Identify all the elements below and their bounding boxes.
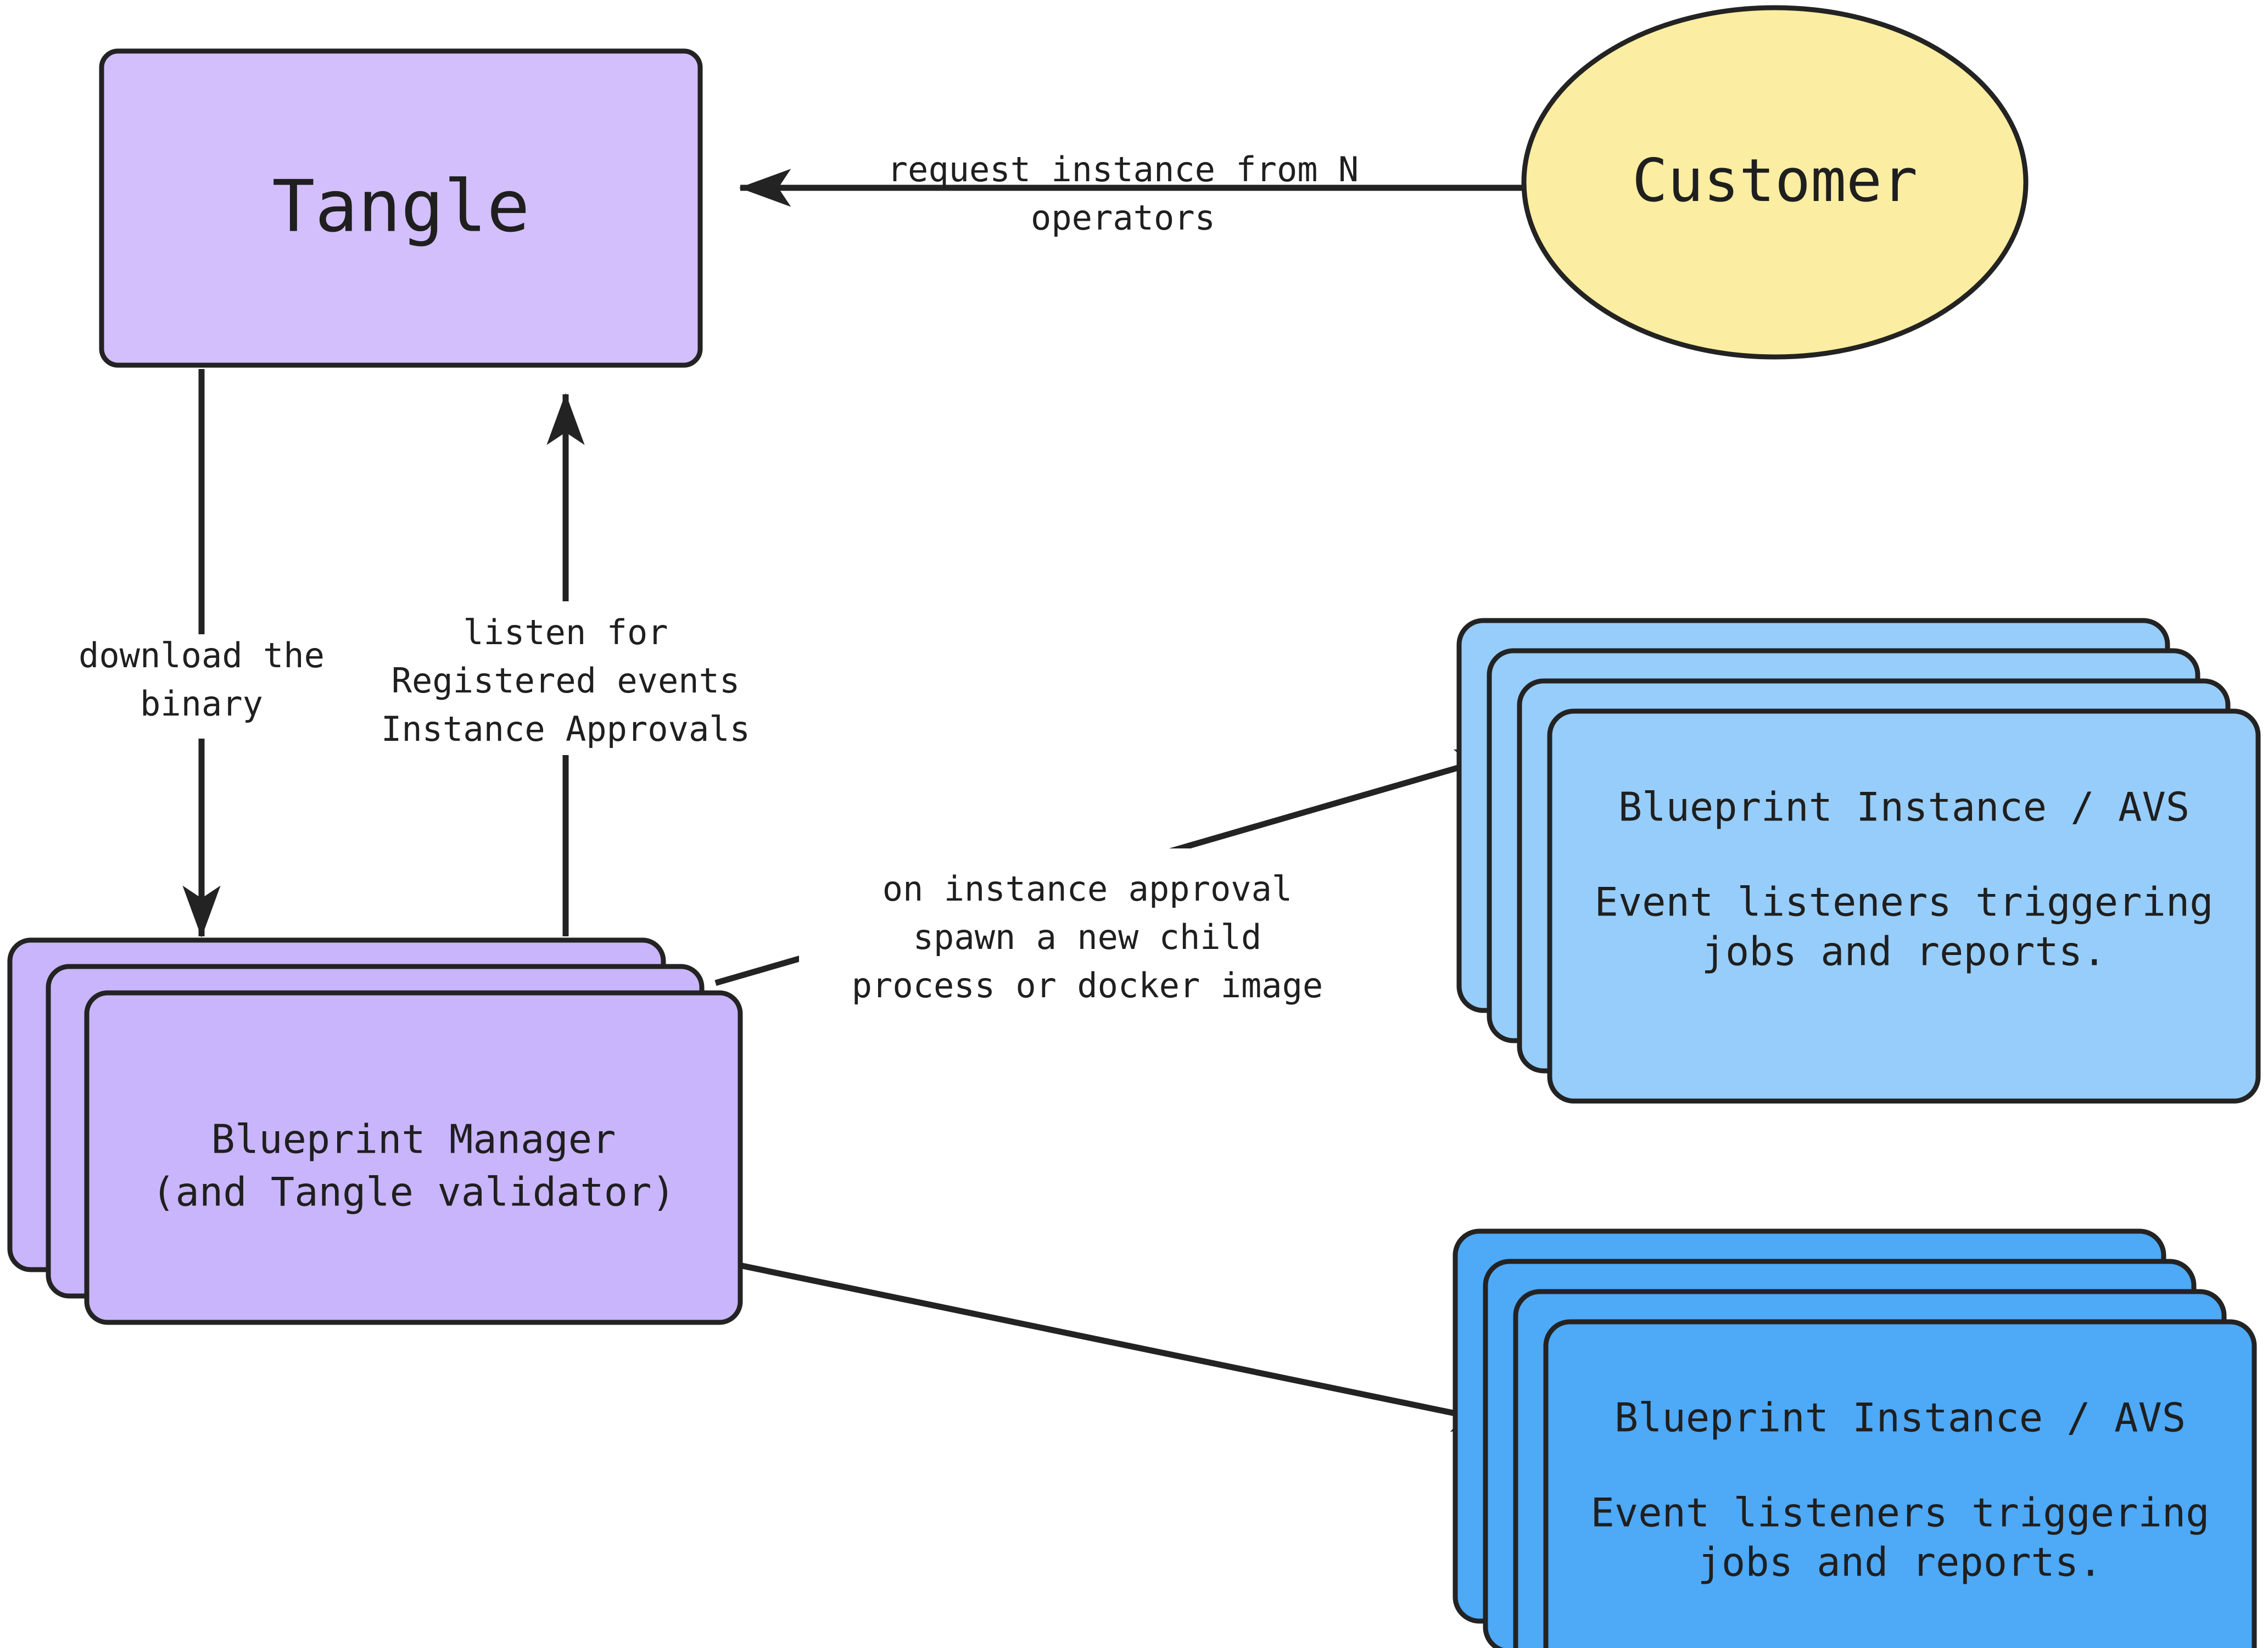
instance-dark-label-line-1: Blueprint Instance / AVS xyxy=(1615,1395,2186,1441)
edge-blueprint-manager-to-tangle: listen for Registered events Instance Ap… xyxy=(360,393,777,936)
edge-tangle-to-blueprint-manager: download the binary xyxy=(47,369,360,938)
edge-manager-to-instance-dark-line xyxy=(714,1257,1505,1432)
edge-tangle-to-manager-label-line-1: download the xyxy=(79,635,325,675)
instance-dark-label-line-4: jobs and reports. xyxy=(1698,1539,2103,1585)
edge-manager-to-instance-light: on instance approval spawn a new child p… xyxy=(714,749,1509,1019)
node-customer[interactable]: Customer xyxy=(1521,5,2029,360)
instance-light-card-front[interactable] xyxy=(1547,708,2261,1104)
node-tangle[interactable]: Tangle xyxy=(99,48,703,368)
tangle-label: Tangle xyxy=(272,165,530,248)
edge-customer-to-tangle: request instance from N operators xyxy=(739,149,1522,238)
edge-manager-to-tangle-label-line-2: Registered events xyxy=(392,661,740,701)
edge-manager-to-instance-light-label-line-3: process or docker image xyxy=(852,965,1323,1005)
customer-ellipse[interactable] xyxy=(1521,5,2029,360)
edge-manager-to-instance-light-label-line-2: spawn a new child xyxy=(913,917,1262,957)
customer-label: Customer xyxy=(1632,147,1918,215)
instance-dark-card-front[interactable] xyxy=(1543,1319,2257,1648)
edge-manager-to-tangle-label-line-3: Instance Approvals xyxy=(381,709,750,749)
tangle-box[interactable] xyxy=(99,48,703,368)
edge-manager-to-instance-dark xyxy=(714,1257,1505,1432)
edge-customer-to-tangle-label-line-1: request instance from N xyxy=(887,149,1359,189)
edge-tangle-to-manager-label-line-2: binary xyxy=(140,684,263,724)
blueprint-manager-label-line-2: (and Tangle validator) xyxy=(152,1169,675,1215)
blueprint-manager-card-front[interactable] xyxy=(84,990,743,1325)
instance-dark-label-line-3: Event listeners triggering xyxy=(1590,1490,2209,1536)
instance-light-label-line-1: Blueprint Instance / AVS xyxy=(1618,784,2189,830)
edge-label-bg-listen xyxy=(360,601,777,755)
edge-customer-to-tangle-label-line-2: operators xyxy=(1031,198,1215,238)
edge-label-bg-download xyxy=(47,634,360,739)
node-instance-light[interactable]: Blueprint Instance / AVS Event listeners… xyxy=(1456,618,2261,1104)
node-instance-dark[interactable]: Blueprint Instance / AVS Event listeners… xyxy=(1453,1228,2257,1648)
instance-light-label-line-3: Event listeners triggering xyxy=(1594,879,2213,925)
instance-light-label-line-4: jobs and reports. xyxy=(1702,929,2107,975)
node-blueprint-manager[interactable]: Blueprint Manager (and Tangle validator) xyxy=(7,937,743,1325)
blueprint-manager-label-line-1: Blueprint Manager xyxy=(211,1116,616,1163)
edge-manager-to-tangle-label-line-1: listen for xyxy=(463,612,668,652)
edge-manager-to-instance-light-label-line-1: on instance approval xyxy=(882,869,1293,909)
edge-label-bg-spawn xyxy=(799,848,1378,1019)
